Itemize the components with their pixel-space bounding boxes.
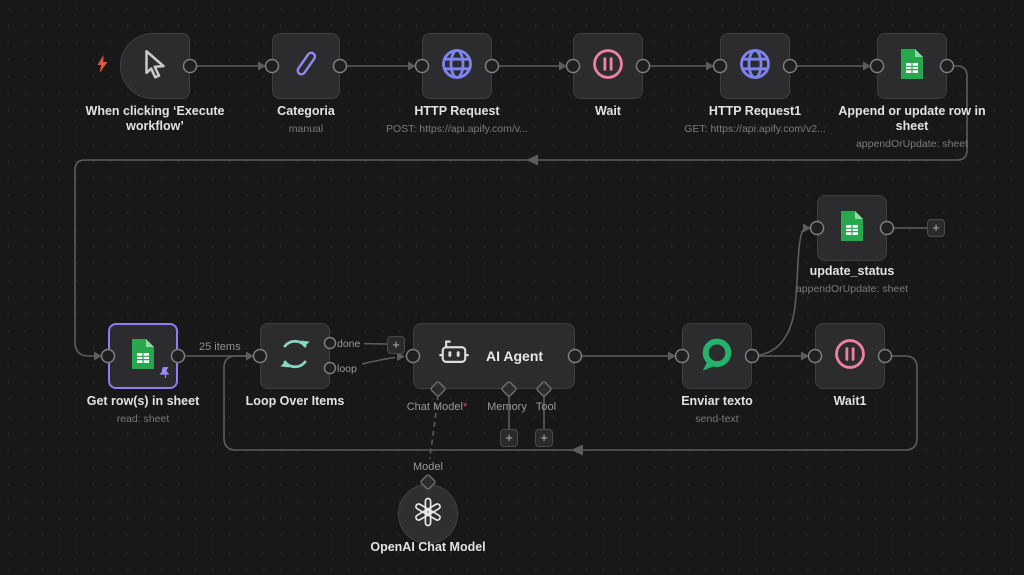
node-manual-trigger[interactable] [120, 33, 190, 99]
globe-icon [737, 46, 773, 87]
port-diamonds[interactable] [420, 381, 552, 490]
port-label-memory: Memory [487, 401, 527, 413]
node-http-request[interactable] [422, 33, 492, 99]
chat-bubble-icon [698, 335, 736, 378]
port-label-loop: loop [337, 363, 357, 375]
items-count-label: 25 items [199, 341, 241, 353]
connection-getrows-loop[interactable] [178, 351, 254, 361]
node-label-loop-over-items: Loop Over Items [245, 394, 345, 408]
add-node-after-update-status-button[interactable]: + [927, 219, 945, 237]
globe-icon [439, 46, 475, 87]
connection-httprequest1-append[interactable] [790, 61, 871, 71]
pause-circle-icon [591, 47, 625, 86]
google-sheets-icon [895, 47, 929, 86]
loop-icon [277, 336, 313, 377]
connection-trigger-categoria[interactable] [190, 61, 266, 71]
node-openai-chat-model[interactable] [398, 484, 458, 544]
port-label-model: Model [413, 461, 443, 473]
add-memory-button[interactable]: + [500, 429, 518, 447]
execute-bolt-icon [96, 55, 109, 78]
node-get-rows[interactable] [108, 323, 178, 389]
add-node-after-done-button[interactable]: + [387, 336, 405, 354]
port-label-tool: Tool [536, 401, 556, 413]
google-sheets-icon [835, 209, 869, 248]
node-append-sheet[interactable] [877, 33, 947, 99]
connection-loop-done-plus[interactable] [329, 342, 388, 345]
google-sheets-icon [126, 337, 160, 376]
node-categoria[interactable] [272, 33, 340, 99]
node-ai-agent[interactable]: AI Agent [413, 323, 575, 389]
node-http-request1[interactable] [720, 33, 790, 99]
node-wait1[interactable] [815, 323, 885, 389]
connection-loop-aiagent[interactable] [329, 352, 405, 369]
pinned-data-icon [159, 366, 172, 384]
ai-agent-title: AI Agent [486, 348, 544, 364]
node-enviar-texto[interactable] [682, 323, 752, 389]
port-label-done: done [337, 338, 361, 350]
pencil-icon [290, 48, 322, 85]
connection-httprequest-wait[interactable] [492, 61, 567, 71]
node-label-wait1: Wait1 [833, 394, 867, 408]
openai-logo-icon [412, 496, 444, 533]
connection-enviar-wait1[interactable] [752, 351, 809, 361]
robot-icon [436, 336, 472, 377]
port-label-chat-model: Chat Model* [407, 401, 468, 413]
connection-aiagent-enviar[interactable] [575, 351, 676, 361]
node-label-manual-trigger: When clicking ‘Execute workflow’ [85, 104, 225, 133]
add-tool-button[interactable]: + [535, 429, 553, 447]
node-label-wait: Wait [595, 104, 621, 118]
node-update-status[interactable] [817, 195, 887, 261]
connection-categoria-httprequest[interactable] [340, 61, 416, 71]
pause-circle-icon [833, 337, 867, 376]
cursor-icon [138, 47, 172, 86]
connection-chatmodel-openai[interactable] [427, 394, 439, 475]
node-label-openai-chat-model: OpenAI Chat Model [370, 540, 486, 554]
node-wait[interactable] [573, 33, 643, 99]
connection-wait-httprequest1[interactable] [643, 61, 714, 71]
node-loop-over-items[interactable] [260, 323, 330, 389]
